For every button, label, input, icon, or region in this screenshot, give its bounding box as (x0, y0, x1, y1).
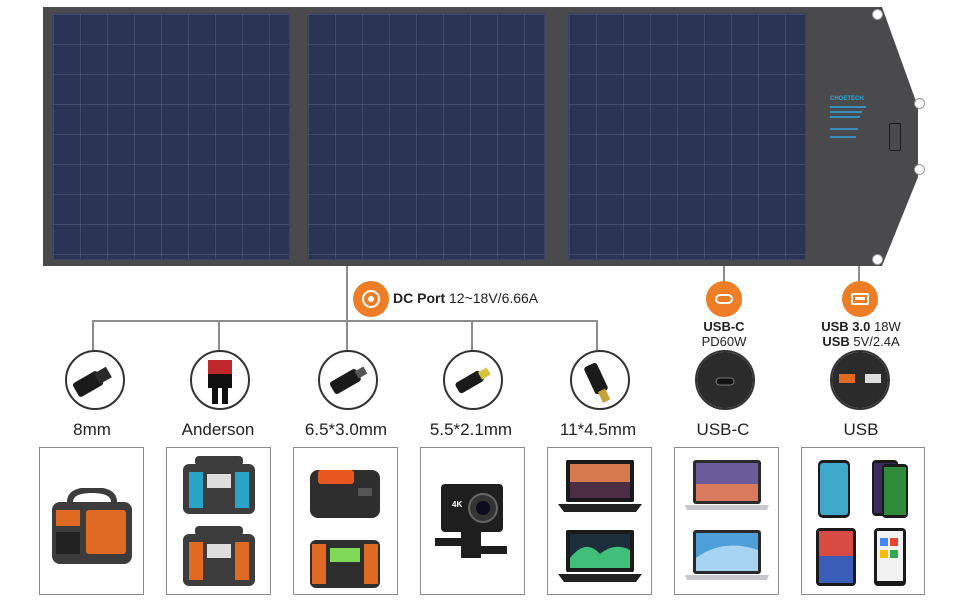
usb-c-port-icon (715, 294, 733, 304)
dc-cable-line (346, 266, 348, 321)
phone-colorful (872, 460, 908, 518)
device-box-laptop-plug (547, 447, 652, 595)
power-bank-orange (310, 470, 380, 518)
usb-c-port-badge (706, 281, 742, 317)
usb-line1-title: USB 3.0 (821, 319, 871, 334)
power-station-orange (183, 526, 255, 586)
macbook-blue (685, 530, 769, 580)
laptop-aurora (558, 530, 642, 582)
dc-port-title: DC Port (393, 290, 446, 306)
device-box-anderson (166, 447, 271, 595)
anderson-plug-icon (208, 360, 232, 404)
connector-label: Anderson (181, 420, 255, 439)
usb-port-badge (842, 281, 878, 317)
branch-line (92, 320, 94, 350)
device-box-6-5mm (293, 447, 398, 595)
panel-brand-logo: CHOETECH (830, 96, 864, 102)
connector-label: 5.5*2.1mm (429, 420, 513, 439)
connector-11-4-5mm (570, 350, 630, 410)
device-box-8mm (39, 447, 144, 595)
power-station-blue (183, 456, 255, 514)
usb-a-socket-icon (832, 352, 888, 408)
solar-panel-section-3 (568, 13, 806, 260)
laptop-sunset (558, 460, 642, 512)
tablet-ipad (816, 528, 856, 586)
dc-port-badge (353, 281, 389, 317)
barrel-plug-5-5-icon (455, 367, 491, 394)
solar-panel-section-1 (52, 13, 290, 260)
usb-line (858, 266, 860, 282)
connector-8mm (65, 350, 125, 410)
usb-line2-spec: 5V/2.4A (853, 334, 900, 349)
usb-a-port-icon (851, 293, 869, 305)
device-box-usb (801, 447, 925, 595)
panel-output-pocket (889, 123, 901, 151)
barrel-plug-6-5-icon (330, 366, 368, 394)
connector-usb-c (695, 350, 755, 410)
grommet-icon (914, 164, 925, 175)
phone-pixel (874, 528, 906, 586)
power-station-green-display (310, 540, 380, 588)
usb-c-socket-icon (697, 352, 753, 408)
connector-label: 6.5*3.0mm (304, 420, 388, 439)
dc-port-spec: 12~18V/6.66A (449, 290, 539, 306)
connector-5-5mm (443, 350, 503, 410)
grommet-icon (872, 9, 883, 20)
connector-label: 8mm (73, 420, 111, 439)
usb-line1-spec: 18W (874, 319, 901, 334)
usb-spec: USB 3.0 18W USB 5V/2.4A (806, 319, 916, 349)
connector-label: USB-C (696, 420, 750, 439)
usb-c-spec: USB-C PD60W (684, 319, 764, 349)
dc-port-label: DC Port 12~18V/6.66A (393, 290, 538, 306)
usb-c-line (723, 266, 725, 282)
connector-6-5mm (318, 350, 378, 410)
usb-line2-title: USB (822, 334, 850, 349)
branch-line (471, 320, 473, 350)
connector-anderson (190, 350, 250, 410)
dc-branch-line (92, 320, 598, 322)
connector-label: USB (843, 420, 879, 439)
laptop-plug-icon (584, 362, 611, 403)
usb-c-power: PD60W (701, 334, 747, 349)
branch-line (218, 320, 220, 350)
branch-line (596, 320, 598, 350)
branch-line (346, 320, 348, 350)
camera-4k-label: 4K (452, 500, 463, 509)
macbook-purple (685, 460, 769, 510)
action-camera (435, 484, 507, 558)
phone-galaxy (818, 460, 850, 518)
grommet-icon (914, 98, 925, 109)
barrel-plug-8mm-icon (73, 366, 112, 397)
panel-connector-flap (878, 7, 918, 266)
connector-usb (830, 350, 890, 410)
portable-power-station (52, 488, 132, 564)
dc-port-icon (362, 290, 380, 308)
device-box-5-5mm: 4K (420, 447, 525, 595)
device-box-usb-c (674, 447, 779, 595)
solar-panel-section-2 (307, 13, 545, 260)
grommet-icon (872, 254, 883, 265)
panel-label-plate: CHOETECH (830, 96, 874, 176)
connector-label: 11*4.5mm (559, 420, 637, 439)
usb-c-title: USB-C (703, 319, 745, 334)
